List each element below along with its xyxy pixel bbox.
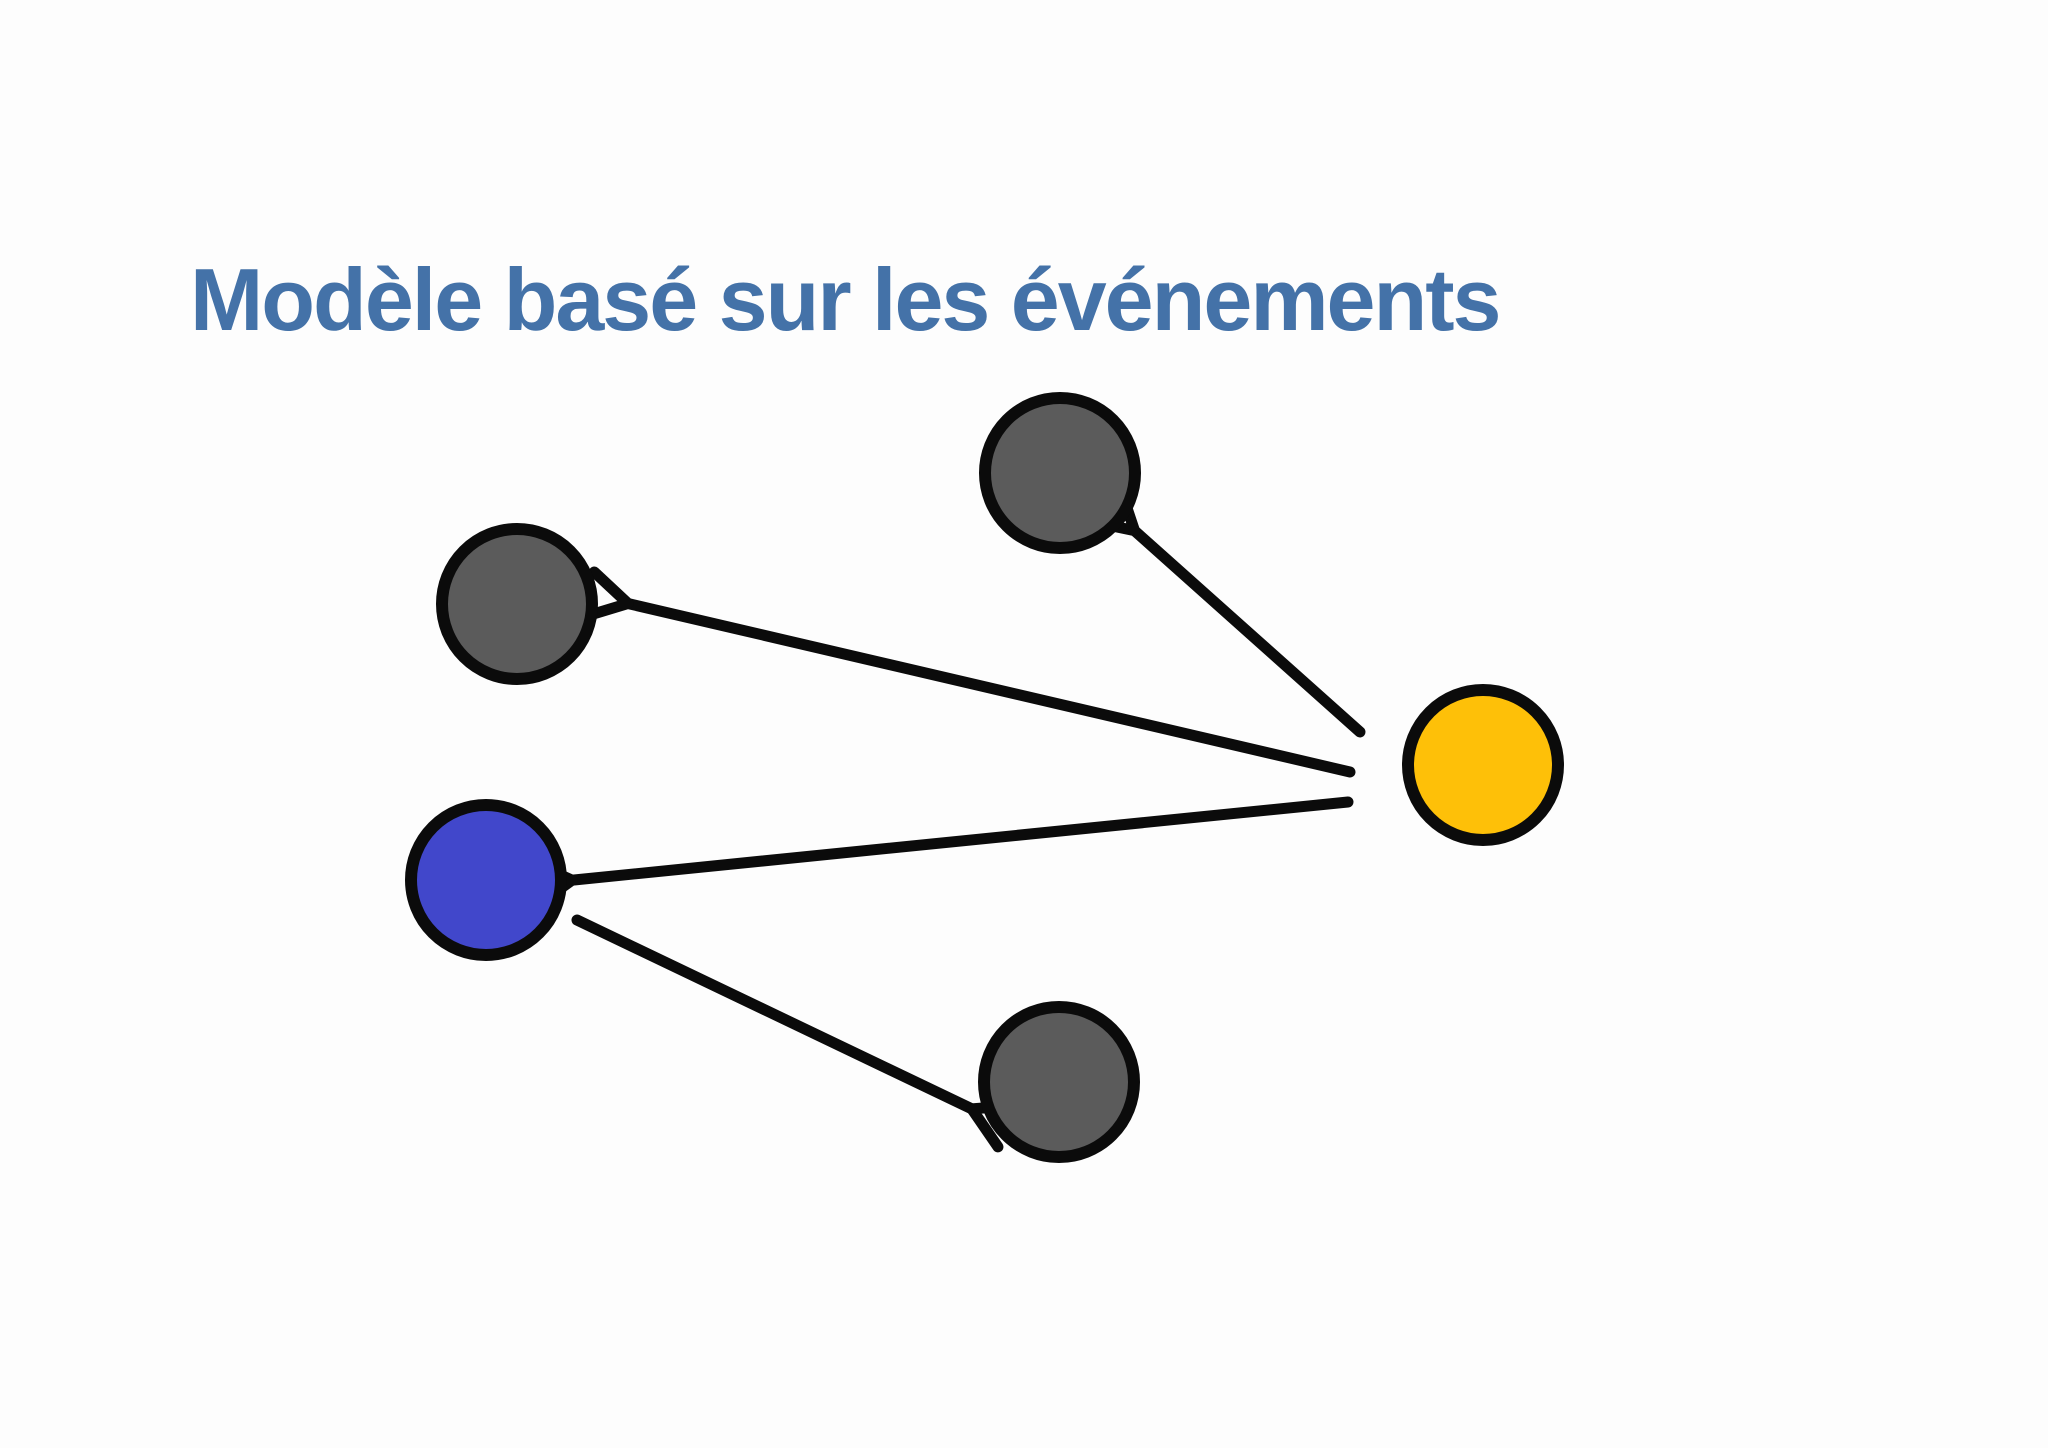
page-title: Modèle basé sur les événements	[190, 250, 1501, 349]
node-event-top-gray	[979, 392, 1141, 554]
node-event-bottom-gray	[978, 1001, 1140, 1163]
node-handler-blue	[405, 799, 567, 961]
node-event-left-gray	[436, 523, 598, 685]
arrow-handler-blue-to-event-bottom-gray	[571, 914, 1024, 1153]
arrows-group	[524, 481, 1366, 1153]
nodes-group	[405, 392, 1564, 1163]
arrow-source-yellow-to-handler-blue	[524, 796, 1354, 913]
arrow-source-yellow-to-event-left-gray	[578, 566, 1356, 778]
arrow-source-yellow-to-event-top-gray	[1083, 481, 1366, 738]
node-source-yellow	[1402, 684, 1564, 846]
